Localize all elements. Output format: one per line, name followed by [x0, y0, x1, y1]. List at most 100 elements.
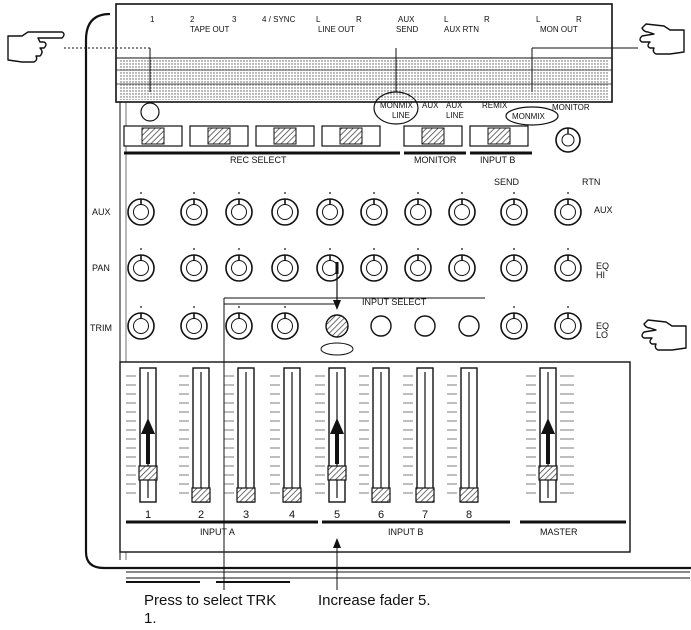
- knob-r3-c9: [500, 306, 528, 340]
- row-label-trim: TRIM: [90, 323, 112, 333]
- knob-r1-c4: [271, 192, 299, 226]
- knob-r1-c2: [180, 192, 208, 226]
- knob-r1-c8: [448, 192, 476, 226]
- group-label-master: MASTER: [540, 527, 578, 537]
- pointing-hand-icon-left: [7, 31, 65, 63]
- knob-r1-c10: [554, 192, 582, 226]
- knob-r2-c2: [180, 248, 208, 282]
- connector-label-1: 1: [150, 15, 155, 24]
- fader-1: [126, 367, 158, 503]
- fader-bank: [126, 367, 574, 503]
- caption-increase-fader: Increase fader 5.: [318, 592, 431, 609]
- connector-label-mon-out: MON OUT: [540, 25, 578, 34]
- knob-r2-c5: [316, 248, 344, 282]
- knob-r1-c9: [500, 192, 528, 226]
- row-label-aux-right: AUX: [594, 205, 613, 215]
- row-label-pan: PAN: [92, 263, 110, 273]
- section-rec-select: REC SELECT: [230, 155, 287, 165]
- knob-r2-c3: [225, 248, 253, 282]
- fader-2: [179, 367, 211, 503]
- highlight-circle-monmix: [505, 106, 559, 126]
- fader-5: [315, 367, 347, 503]
- knob-r3-c10: [554, 306, 582, 340]
- knob-r1-c7: [404, 192, 432, 226]
- selector-label-monitor: MONITOR: [552, 103, 590, 112]
- channel-number-1: 1: [144, 509, 152, 521]
- fader-6: [359, 367, 391, 503]
- channel-number-6: 6: [377, 509, 385, 521]
- channel-number-4: 4: [288, 509, 296, 521]
- knob-r2-c8: [448, 248, 476, 282]
- selector-label-aux-1: AUX: [422, 101, 439, 110]
- connector-label-4-sync: 4 / SYNC: [262, 15, 296, 24]
- mixer-body-outline: [84, 12, 691, 570]
- knob-r2-c1: [127, 248, 155, 282]
- channel-number-8: 8: [465, 509, 473, 521]
- knob-r2-c10: [554, 248, 582, 282]
- knob-grid: [127, 192, 582, 340]
- group-label-input-a: INPUT A: [200, 527, 235, 537]
- channel-number-2: 2: [197, 509, 205, 521]
- connector-label-2: 2: [190, 15, 195, 24]
- knob-r2-c4: [271, 248, 299, 282]
- connector-label-3: 3: [232, 15, 237, 24]
- connector-label-r1: R: [356, 15, 362, 24]
- pointing-hand-icon-right-bottom: [641, 319, 687, 351]
- row-label-aux: AUX: [92, 207, 111, 217]
- input-select-button-7: [414, 315, 436, 337]
- section-input-b: INPUT B: [480, 155, 516, 165]
- connector-label-r2: R: [484, 15, 490, 24]
- pointing-hand-icon-right-top: [639, 23, 685, 55]
- knob-r1-c5: [316, 192, 344, 226]
- input-select-button-8: [458, 315, 480, 337]
- selector-label-monmix: MONMIX: [380, 101, 413, 110]
- connector-label-line-out: LINE OUT: [318, 25, 355, 34]
- selector-label-line-2: LINE: [446, 111, 464, 120]
- caption-press-select: Press to select TRK 1.: [144, 592, 277, 627]
- highlight-circle-monmix-line: [373, 91, 419, 125]
- knob-r3-c4: [271, 306, 299, 340]
- section-send: SEND: [494, 177, 520, 187]
- section-rtn: RTN: [582, 177, 601, 187]
- selector-label-aux-2: AUX: [446, 101, 463, 110]
- knob-r1-c6: [360, 192, 388, 226]
- knob-r2-c7: [404, 248, 432, 282]
- selector-label-remix: REMIX: [482, 101, 508, 110]
- fader-9: [526, 367, 574, 503]
- connector-panel-shading: [120, 60, 608, 100]
- rec-select-switch-row: [123, 125, 529, 147]
- connector-label-l1: L: [316, 15, 321, 24]
- row-label-eq-hi: EQ HI: [596, 261, 610, 280]
- selector-label-monmix-2: MONMIX: [512, 112, 545, 121]
- input-select-button-5: [325, 314, 349, 338]
- channel-number-7: 7: [421, 509, 429, 521]
- connector-label-l2: L: [444, 15, 449, 24]
- section-monitor: MONITOR: [414, 155, 457, 165]
- connector-label-r3: R: [576, 15, 582, 24]
- knob-r1-c1: [127, 192, 155, 226]
- knob-r3-c2: [180, 306, 208, 340]
- connector-label-tape-out: TAPE OUT: [190, 25, 230, 34]
- fader-7: [403, 367, 435, 503]
- knob-r3-c1: [127, 306, 155, 340]
- connector-label-send: SEND: [396, 25, 419, 34]
- knob-r2-c9: [500, 248, 528, 282]
- knob-r3-c3: [225, 306, 253, 340]
- knob-r2-c6: [360, 248, 388, 282]
- switch-knobs: [141, 127, 511, 145]
- input-select-button-6: [370, 315, 392, 337]
- channel-number-5: 5: [333, 509, 341, 521]
- knob-r1-c3: [225, 192, 253, 226]
- input-select-buttons: [320, 314, 480, 356]
- channel-number-3: 3: [242, 509, 250, 521]
- connector-label-aux: AUX: [398, 15, 415, 24]
- fader-8: [447, 367, 479, 503]
- row-label-eq-lo: EQ LO: [596, 321, 610, 340]
- fader-3: [224, 367, 256, 503]
- group-label-input-b: INPUT B: [388, 527, 424, 537]
- connector-label-l3: L: [536, 15, 541, 24]
- connector-label-aux-rtn: AUX RTN: [444, 25, 479, 34]
- selector-label-line: LINE: [392, 111, 410, 120]
- fader-4: [270, 367, 302, 503]
